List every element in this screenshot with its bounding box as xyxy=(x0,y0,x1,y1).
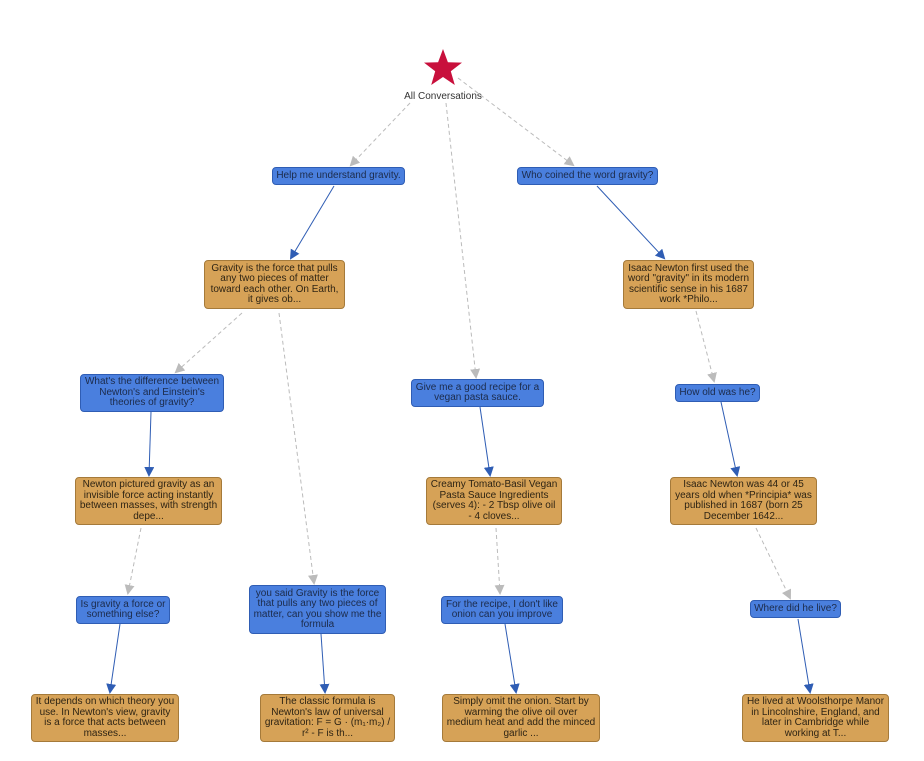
edge-q3-a3 xyxy=(106,623,121,694)
edge-q8-a8 xyxy=(720,401,741,477)
question-node-q5[interactable]: Give me a good recipe for a vegan pasta … xyxy=(411,379,544,407)
answer-node-a9[interactable]: He lived at Woolsthorpe Manor in Lincoln… xyxy=(742,694,889,742)
edge-a1-q4 xyxy=(278,312,318,585)
question-node-q1[interactable]: Help me understand gravity. xyxy=(272,167,405,185)
answer-node-a5[interactable]: Creamy Tomato-Basil Vegan Pasta Sauce In… xyxy=(426,477,562,525)
question-node-q3[interactable]: Is gravity a force or something else? xyxy=(76,596,170,624)
edge-q2-a2 xyxy=(144,411,155,477)
answer-node-a3[interactable]: It depends on which theory you use. In N… xyxy=(31,694,179,742)
question-node-q8[interactable]: How old was he? xyxy=(675,384,760,402)
star-icon[interactable] xyxy=(422,48,464,88)
edge-a7-q8 xyxy=(695,310,717,383)
edge-q6-a6 xyxy=(504,623,520,694)
edge-a2-q3 xyxy=(124,527,142,595)
edge-root-q5 xyxy=(445,102,481,379)
edge-q1-a1 xyxy=(289,185,335,260)
edge-q7-a7 xyxy=(596,185,666,260)
question-node-q4[interactable]: you said Gravity is the force that pulls… xyxy=(249,585,386,634)
question-node-q2[interactable]: What's the difference between Newton's a… xyxy=(80,374,224,412)
edge-root-q7 xyxy=(457,77,575,167)
answer-node-a7[interactable]: Isaac Newton first used the word "gravit… xyxy=(623,260,754,309)
question-node-q9[interactable]: Where did he live? xyxy=(750,600,841,618)
edge-q5-a5 xyxy=(479,406,494,477)
edge-a8-q9 xyxy=(755,527,792,600)
edge-q4-a4 xyxy=(319,633,330,694)
question-node-q7[interactable]: Who coined the word gravity? xyxy=(517,167,658,185)
answer-node-a1[interactable]: Gravity is the force that pulls any two … xyxy=(204,260,345,309)
root-label: All Conversations xyxy=(404,91,482,102)
answer-node-a4[interactable]: The classic formula is Newton's law of u… xyxy=(260,694,395,742)
answer-node-a8[interactable]: Isaac Newton was 44 or 45 years old when… xyxy=(670,477,817,525)
edge-a5-q6 xyxy=(494,527,505,595)
edge-a1-q2 xyxy=(174,312,243,374)
edge-q9-a9 xyxy=(797,618,814,694)
question-node-q6[interactable]: For the recipe, I don't like onion can y… xyxy=(441,596,563,624)
edge-root-q1 xyxy=(349,102,411,167)
answer-node-a6[interactable]: Simply omit the onion. Start by warming … xyxy=(442,694,600,742)
answer-node-a2[interactable]: Newton pictured gravity as an invisible … xyxy=(75,477,222,525)
